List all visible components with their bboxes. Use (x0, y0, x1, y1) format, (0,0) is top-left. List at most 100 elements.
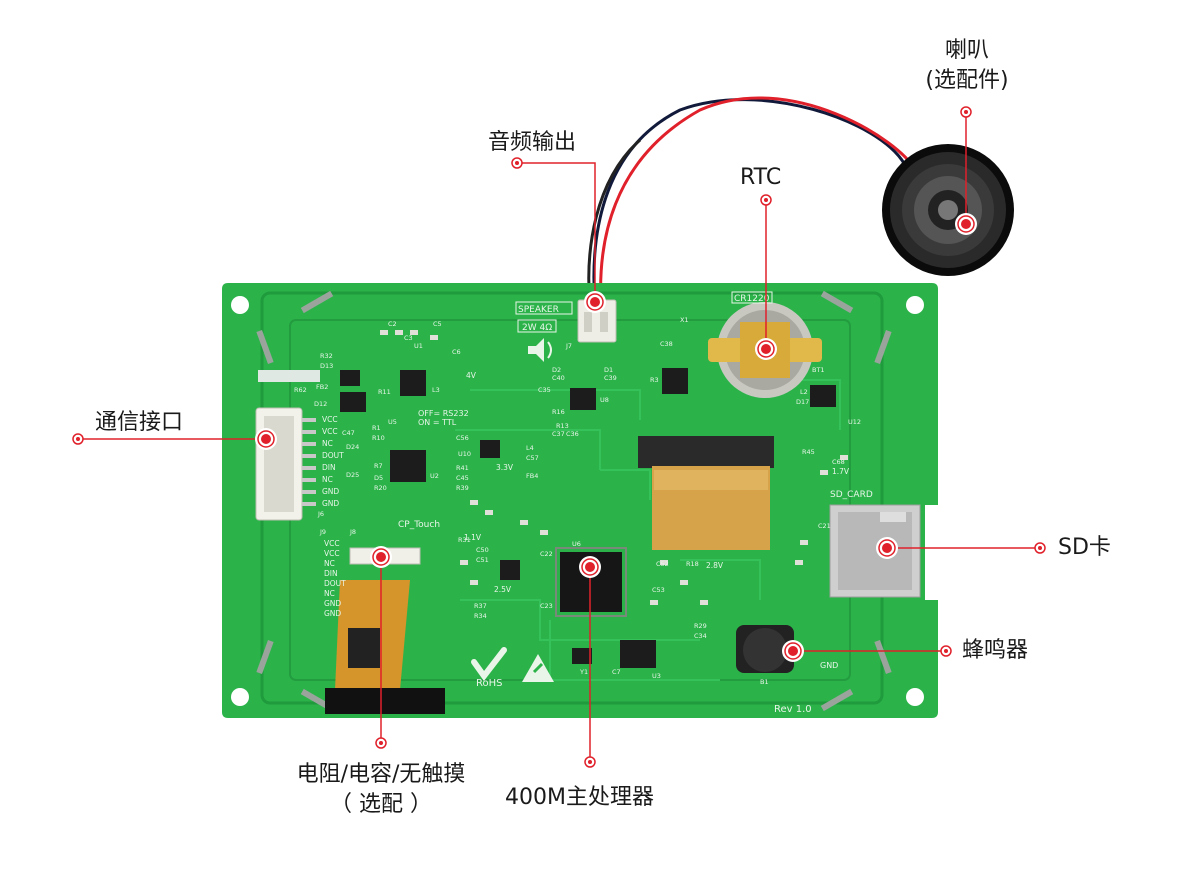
silkscreen-speaker: SPEAKER (518, 305, 559, 315)
designator: R3 (650, 376, 659, 384)
comm-pin-label: VCC (322, 427, 338, 436)
designator: C39 (604, 374, 617, 382)
touch-pin-label: GND (324, 609, 341, 618)
designator: C21 (818, 522, 831, 530)
marker-sd (876, 537, 898, 559)
designator: BT1 (812, 366, 825, 374)
designator: C7 (612, 668, 621, 676)
comm-pin-label: DOUT (322, 451, 344, 460)
designator: U1 (414, 342, 423, 350)
lcd-fpc (638, 436, 774, 550)
designator: Y1 (579, 668, 588, 676)
designator: C35 (538, 386, 551, 394)
designator: J7 (565, 342, 572, 350)
designator: D2 (552, 366, 561, 374)
sd-card-slot (829, 504, 921, 598)
touch-pin-label: VCC (324, 549, 340, 558)
comm-pin-label: GND (322, 499, 339, 508)
silkscreen-sd: SD_CARD (830, 490, 873, 500)
designator: R29 (694, 622, 707, 630)
endpoint-dots (72, 106, 1046, 768)
designator: B1 (760, 678, 769, 686)
marker-speaker (955, 213, 977, 235)
designator: U12 (848, 418, 861, 426)
designator: D1 (604, 366, 613, 374)
designator: C40 (552, 374, 565, 382)
designator: R10 (372, 434, 385, 442)
designator: D17 (796, 398, 809, 406)
designator: C34 (694, 632, 707, 640)
speaker-cable (587, 96, 917, 306)
designator: L4 (526, 444, 534, 452)
designator: R16 (552, 408, 565, 416)
marker-touch (370, 546, 392, 568)
designator: R34 (474, 612, 487, 620)
speaker-symbol-icon (528, 338, 552, 362)
silkscreen-rohs: RoHS (476, 678, 502, 689)
designator: L3 (432, 386, 440, 394)
designator: C52 (656, 560, 669, 568)
callout-comm-port: 通信接口 (95, 410, 184, 435)
silkscreen-gnd: GND (820, 661, 838, 670)
designator: C5 (433, 320, 442, 328)
designator: J9 (319, 528, 326, 536)
designator: C53 (652, 586, 665, 594)
voltage-label: 2.8V (706, 561, 724, 570)
designator: D25 (346, 471, 359, 479)
speaker-component (882, 144, 1014, 276)
designator: U5 (388, 418, 397, 426)
designator: C6 (452, 348, 461, 356)
voltage-label: 4V (466, 371, 477, 380)
callout-markers (255, 213, 977, 662)
comm-pin-label: VCC (322, 415, 338, 424)
touch-pin-label: NC (324, 589, 335, 598)
callout-speaker-note: (选配件) (925, 68, 1009, 93)
designator: J8 (349, 528, 356, 536)
designator: R20 (374, 484, 387, 492)
designator: C56 (456, 434, 469, 442)
designator: C22 (540, 550, 553, 558)
designator: C36 (566, 430, 579, 438)
designator: R62 (294, 386, 307, 394)
marker-buzzer (782, 640, 804, 662)
touch-pin-label: VCC (324, 539, 340, 548)
designator: FB4 (526, 472, 538, 480)
esd-warning-icon (522, 654, 554, 682)
passive-components (380, 330, 848, 605)
comm-pin-label: DIN (322, 463, 336, 472)
touch-pin-label: DIN (324, 569, 338, 578)
marker-audio-out (584, 291, 606, 313)
designator: U6 (572, 540, 581, 548)
designator: U2 (430, 472, 439, 480)
callout-speaker: 喇叭 (选配件) (905, 36, 1029, 96)
callout-sd-card: SD卡 (1058, 535, 1111, 560)
designator: D13 (320, 362, 333, 370)
designator: R39 (456, 484, 469, 492)
designator: J6 (317, 510, 324, 518)
designator: U3 (652, 672, 661, 680)
designator: U10 (458, 450, 471, 458)
callout-buzzer: 蜂鸣器 (962, 638, 1029, 663)
designator: C57 (526, 454, 539, 462)
comm-pin-label: NC (322, 439, 333, 448)
designator: C3 (404, 334, 413, 342)
buzzer-component (736, 625, 794, 673)
designator: C51 (476, 556, 489, 564)
designator: R31 (458, 536, 471, 544)
designator: R11 (378, 388, 391, 396)
designator: C47 (342, 429, 355, 437)
silkscreen-touch: CP_Touch (398, 520, 440, 530)
designator: C37 (552, 430, 565, 438)
voltage-label: 2.5V (494, 585, 512, 594)
comm-pin-label: GND (322, 487, 339, 496)
designator: C50 (476, 546, 489, 554)
label-sticker (258, 370, 320, 382)
rohs-logo (471, 647, 507, 682)
leader-lines (78, 112, 1040, 762)
designator: L2 (800, 388, 808, 396)
silkscreen-battery: CR1220 (734, 294, 770, 304)
marker-comm (255, 428, 277, 450)
designator: U8 (600, 396, 609, 404)
designator: R13 (556, 422, 569, 430)
